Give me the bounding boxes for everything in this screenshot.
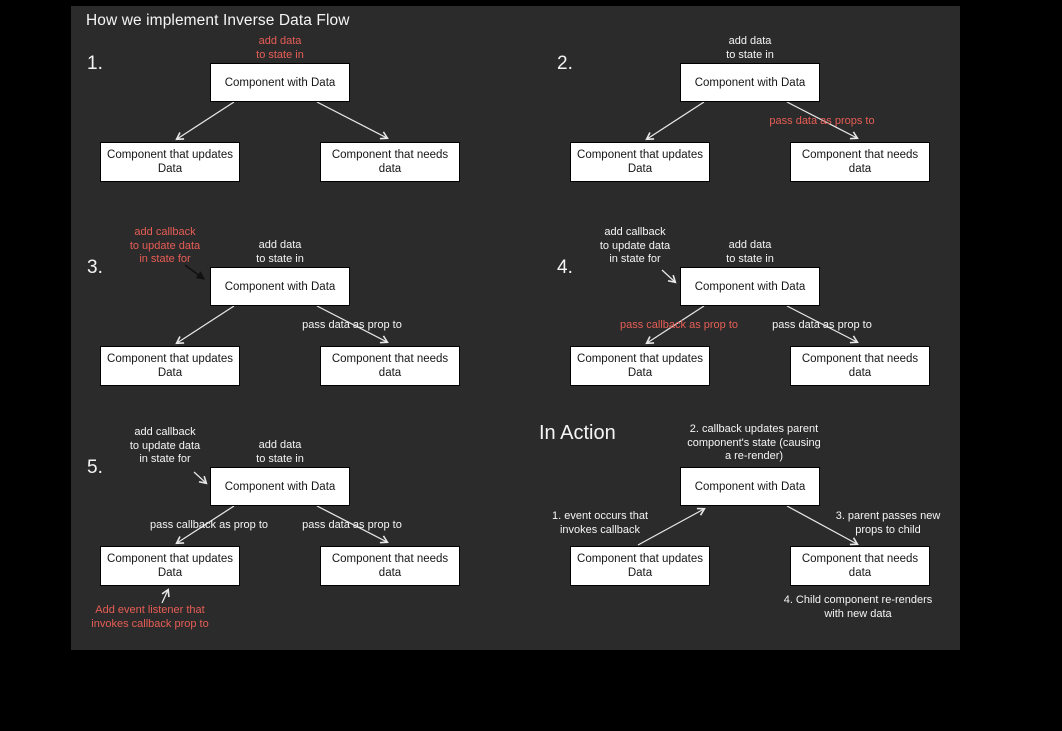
panel-4-arrows [645, 269, 859, 345]
panel-number: 2. [557, 53, 573, 74]
component-updates-data-box: Component that updates Data [570, 546, 710, 586]
arrow-callback-to-parent [184, 264, 206, 280]
arrow-parent-to-right [786, 505, 859, 546]
panel-number: 5. [87, 457, 103, 478]
component-updates-data-box: Component that updates Data [570, 142, 710, 182]
label-pass-data-as-prop: pass data as prop to [772, 319, 872, 331]
panel-3-arrows [175, 264, 389, 345]
component-needs-data-box: Component that needs data [790, 346, 930, 386]
panel-step-4: 4. add callback to update data in state … [541, 210, 961, 440]
arrow-parent-to-left [175, 305, 235, 345]
component-with-data-box: Component with Data [210, 267, 350, 306]
panel-step-5: 5. add callback to update data in state … [71, 410, 491, 640]
panel-in-action: In Action 2. callback updates parent com… [539, 410, 961, 640]
label-pass-data-as-prop: pass data as prop to [302, 319, 402, 331]
arrow-listener-to-left-box [161, 588, 170, 604]
label-step-1-event-occurs: 1. event occurs that invokes callback [552, 510, 648, 536]
component-with-data-box: Component with Data [680, 467, 820, 506]
arrow-parent-to-left [175, 505, 235, 545]
label-pass-callback-as-prop: pass callback as prop to [619, 319, 738, 331]
label-add-callback: add callback to update data in state for [129, 426, 201, 465]
component-with-data-box: Component with Data [210, 467, 350, 506]
arrow-parent-to-left [175, 101, 235, 141]
arrow-callback-to-parent [661, 269, 677, 284]
page-title: How we implement Inverse Data Flow [86, 12, 350, 29]
label-add-data: add data to state in [256, 35, 304, 61]
component-updates-data-box: Component that updates Data [100, 142, 240, 182]
component-with-data-box: Component with Data [680, 63, 820, 102]
label-step-3-parent-passes: 3. parent passes new props to child [835, 510, 941, 536]
in-action-heading: In Action [539, 422, 616, 444]
label-add-data: add data to state in [726, 239, 774, 265]
arrow-parent-to-right [316, 305, 389, 344]
component-needs-data-box: Component that needs data [320, 346, 460, 386]
label-add-event-listener: Add event listener that invokes callback… [91, 604, 209, 630]
arrow-parent-to-right [316, 505, 389, 544]
panel-number: 1. [87, 53, 103, 74]
arrow-parent-to-right [316, 101, 389, 140]
component-with-data-box: Component with Data [210, 63, 350, 102]
component-needs-data-box: Component that needs data [320, 142, 460, 182]
label-step-4-child-rerenders: 4. Child component re-renders with new d… [783, 594, 933, 620]
component-needs-data-box: Component that needs data [790, 546, 930, 586]
panel-2-arrows [645, 101, 859, 141]
arrow-parent-to-left [645, 305, 705, 345]
diagram-board: How we implement Inverse Data Flow 1. ad… [71, 6, 960, 650]
panel-step-3: 3. add callback to update data in state … [71, 210, 491, 440]
panel-step-2: 2. add data to state in pass data as pro… [541, 6, 961, 236]
arrow-callback-to-parent [193, 471, 208, 485]
label-add-data: add data to state in [256, 439, 304, 465]
component-needs-data-box: Component that needs data [790, 142, 930, 182]
panel-5-arrows [161, 471, 389, 604]
arrow-left-box-to-parent [637, 507, 706, 546]
label-pass-callback-as-prop: pass callback as prop to [149, 519, 268, 531]
label-pass-data-as-prop: pass data as prop to [302, 519, 402, 531]
component-with-data-box: Component with Data [680, 267, 820, 306]
component-needs-data-box: Component that needs data [320, 546, 460, 586]
panel-number: 3. [87, 257, 103, 278]
component-updates-data-box: Component that updates Data [570, 346, 710, 386]
component-updates-data-box: Component that updates Data [100, 346, 240, 386]
panel-number: 4. [557, 257, 573, 278]
label-add-data: add data to state in [726, 35, 774, 61]
panel-1-arrows [175, 101, 389, 141]
label-add-callback: add callback to update data in state for [599, 226, 671, 265]
label-pass-data-as-props: pass data as props to [769, 115, 875, 127]
label-add-callback: add callback to update data in state for [129, 226, 201, 265]
panel-step-1: 1. add data to state in Component with D… [71, 6, 491, 236]
component-updates-data-box: Component that updates Data [100, 546, 240, 586]
arrow-parent-to-left [645, 101, 705, 141]
label-step-2-callback-updates: 2. callback updates parent component's s… [687, 423, 821, 462]
label-add-data: add data to state in [256, 239, 304, 265]
panel-6-arrows [637, 505, 859, 546]
arrow-parent-to-right [786, 305, 859, 344]
arrow-parent-to-right [786, 101, 859, 140]
